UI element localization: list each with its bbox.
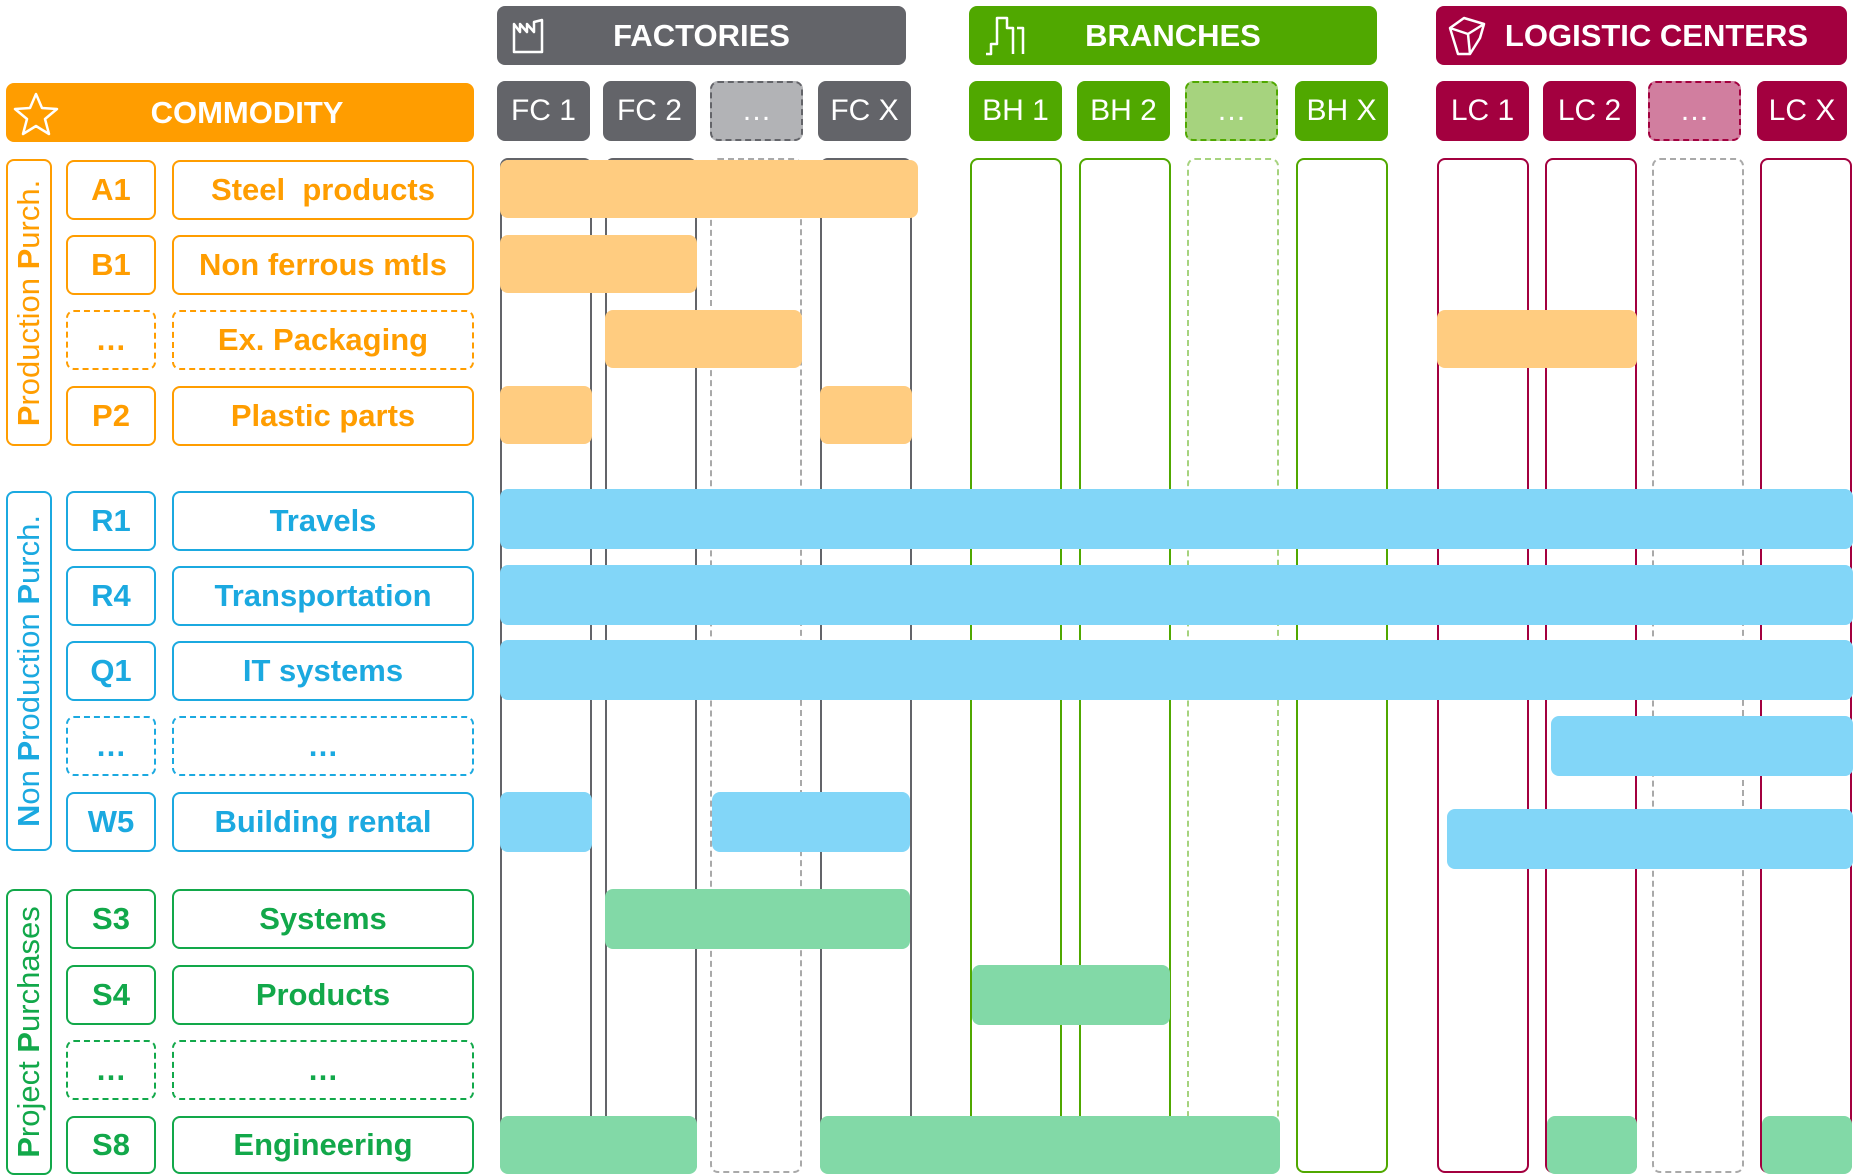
coverage-bar: [1547, 1116, 1637, 1174]
branches-header: BRANCHES: [969, 6, 1377, 65]
row-code: …: [66, 716, 156, 776]
coverage-bar: [1447, 809, 1853, 869]
coverage-bar: [820, 1116, 1280, 1174]
commodity-title: COMMODITY: [150, 94, 344, 130]
coverage-bar: [500, 792, 592, 852]
warehouse-box-icon: [1448, 16, 1486, 56]
logistic-centers-title: LOGISTIC CENTERS: [1504, 17, 1809, 53]
site-fc-more: …: [710, 81, 803, 141]
row-code: W5: [66, 792, 156, 852]
logistic-centers-header: LOGISTIC CENTERS: [1436, 6, 1847, 65]
coverage-bar: [712, 792, 910, 852]
site-lc-more: …: [1648, 81, 1741, 141]
coverage-bar: [1762, 1116, 1852, 1174]
group-project-purchases: Project Purchases: [6, 889, 52, 1175]
coverage-bar: [500, 386, 592, 444]
row-name: Products: [172, 965, 474, 1025]
row-code: P2: [66, 386, 156, 446]
site-fcx: FC X: [818, 81, 911, 141]
factories-header: FACTORIES: [497, 6, 906, 65]
row-code: Q1: [66, 641, 156, 701]
site-lc1: LC 1: [1436, 81, 1529, 141]
row-code: A1: [66, 160, 156, 220]
row-code: …: [66, 310, 156, 370]
buildings-icon: [986, 16, 1025, 56]
coverage-bar: [972, 965, 1170, 1025]
coverage-bar: [500, 640, 1853, 700]
site-bh2: BH 2: [1077, 81, 1170, 141]
row-name: Plastic parts: [172, 386, 474, 446]
row-code: S8: [66, 1116, 156, 1174]
coverage-bar: [820, 386, 912, 444]
site-bh1: BH 1: [969, 81, 1062, 141]
row-name: …: [172, 1040, 474, 1100]
coverage-bar: [500, 565, 1853, 625]
star-icon: [13, 92, 59, 136]
branches-title: BRANCHES: [1085, 17, 1261, 53]
row-code: S3: [66, 889, 156, 949]
site-fc1: FC 1: [497, 81, 590, 141]
row-name: Travels: [172, 491, 474, 551]
coverage-bar: [500, 1116, 697, 1174]
row-name: Transportation: [172, 566, 474, 626]
coverage-bar: [605, 889, 910, 949]
group-production-purchases: Production Purch.: [6, 159, 52, 446]
row-name: Engineering: [172, 1116, 474, 1174]
row-name: Systems: [172, 889, 474, 949]
row-name: …: [172, 716, 474, 776]
row-name: IT systems: [172, 641, 474, 701]
coverage-bar: [1437, 310, 1637, 368]
site-bh-more: …: [1185, 81, 1278, 141]
coverage-bar: [1551, 716, 1853, 776]
row-code: R4: [66, 566, 156, 626]
row-name: Steel products: [172, 160, 474, 220]
row-code: R1: [66, 491, 156, 551]
row-name: Ex. Packaging: [172, 310, 474, 370]
row-code: …: [66, 1040, 156, 1100]
row-name: Building rental: [172, 792, 474, 852]
site-lc2: LC 2: [1543, 81, 1636, 141]
factories-title: FACTORIES: [613, 17, 790, 53]
row-code: B1: [66, 235, 156, 295]
coverage-bar: [500, 160, 918, 218]
coverage-bar: [500, 489, 1853, 549]
coverage-bar: [605, 310, 802, 368]
factory-icon: [512, 18, 544, 54]
row-name: Non ferrous mtls: [172, 235, 474, 295]
site-fc2: FC 2: [603, 81, 696, 141]
group-non-production-purchases: Non Production Purch.: [6, 491, 52, 851]
site-bhx: BH X: [1295, 81, 1388, 141]
site-lcx: LC X: [1757, 81, 1847, 141]
commodity-header: COMMODITY: [6, 83, 474, 142]
row-code: S4: [66, 965, 156, 1025]
coverage-bar: [500, 235, 697, 293]
